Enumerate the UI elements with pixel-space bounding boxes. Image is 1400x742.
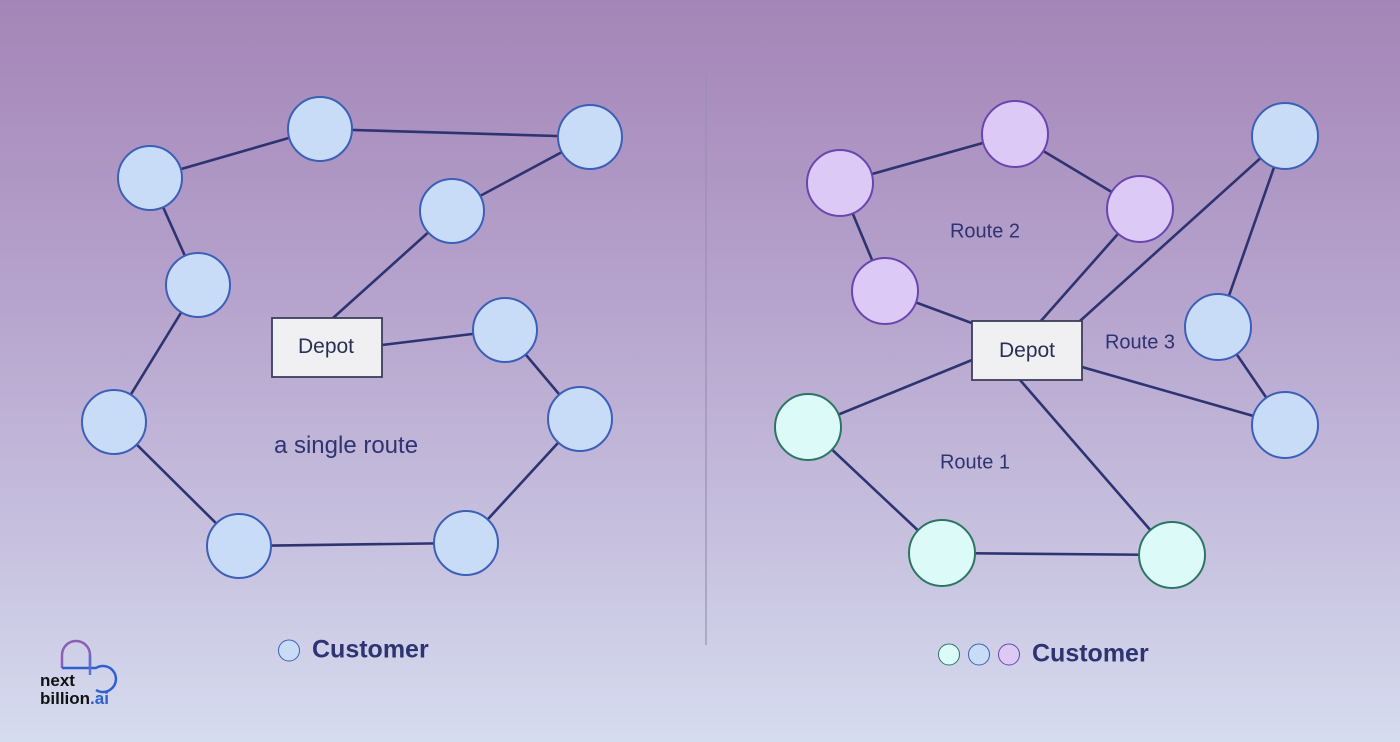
route-edge (319, 127, 591, 139)
customer-node-route-3 (1184, 293, 1252, 361)
customer-node-route-1 (774, 393, 842, 461)
left-depot-label: Depot (297, 335, 355, 358)
customer-node-route-2 (806, 149, 874, 217)
logo-text-ai: .ai (90, 689, 109, 708)
customer-node-route-3 (1251, 391, 1319, 459)
legend-dot-purple (998, 643, 1020, 665)
logo-text-next: next (40, 671, 75, 690)
customer-node-route-2 (1106, 175, 1174, 243)
customer-node-route-1 (908, 519, 976, 587)
customer-node (165, 252, 231, 318)
nextbillion-logo-icon (60, 639, 118, 694)
left-customers (81, 96, 623, 579)
customer-node (287, 96, 353, 162)
customer-node-route-2 (981, 100, 1049, 168)
right-legend-label: Customer (1032, 639, 1149, 668)
customer-node (206, 513, 272, 579)
customer-node (117, 145, 183, 211)
customer-node (81, 389, 147, 455)
left-legend-label: Customer (312, 635, 429, 664)
customer-node-route-1 (1138, 521, 1206, 589)
route-3-edge (1069, 135, 1286, 331)
right-depot-label: Depot (998, 339, 1056, 362)
customer-node (472, 297, 538, 363)
legend-dot-blue (278, 639, 300, 661)
customer-node (547, 386, 613, 452)
route-3-label: Route 3 (1104, 331, 1176, 354)
logo-text-billion: billion.ai (40, 690, 109, 708)
customer-node (433, 510, 499, 576)
route-1-edge (941, 551, 1173, 557)
left-route-label: a single route (273, 432, 419, 459)
route-3-edge (1081, 365, 1286, 427)
route-edge (238, 541, 467, 548)
customer-node (557, 104, 623, 170)
left-depot-box (271, 317, 383, 378)
logo-text-billion-main: billion (40, 689, 91, 708)
legend-dot-cyan (938, 643, 960, 665)
right-customers (774, 100, 1319, 589)
customer-node-route-3 (1251, 102, 1319, 170)
left-legend: Customer (278, 636, 429, 665)
route-1-edge (1019, 379, 1173, 556)
customer-node (419, 178, 485, 244)
route-2-label: Route 2 (949, 220, 1021, 243)
right-depot-box (971, 320, 1083, 381)
right-legend: Customer (938, 640, 1149, 669)
customer-node-route-2 (851, 257, 919, 325)
route-1-label: Route 1 (939, 451, 1011, 474)
legend-dot-blue (968, 643, 990, 665)
